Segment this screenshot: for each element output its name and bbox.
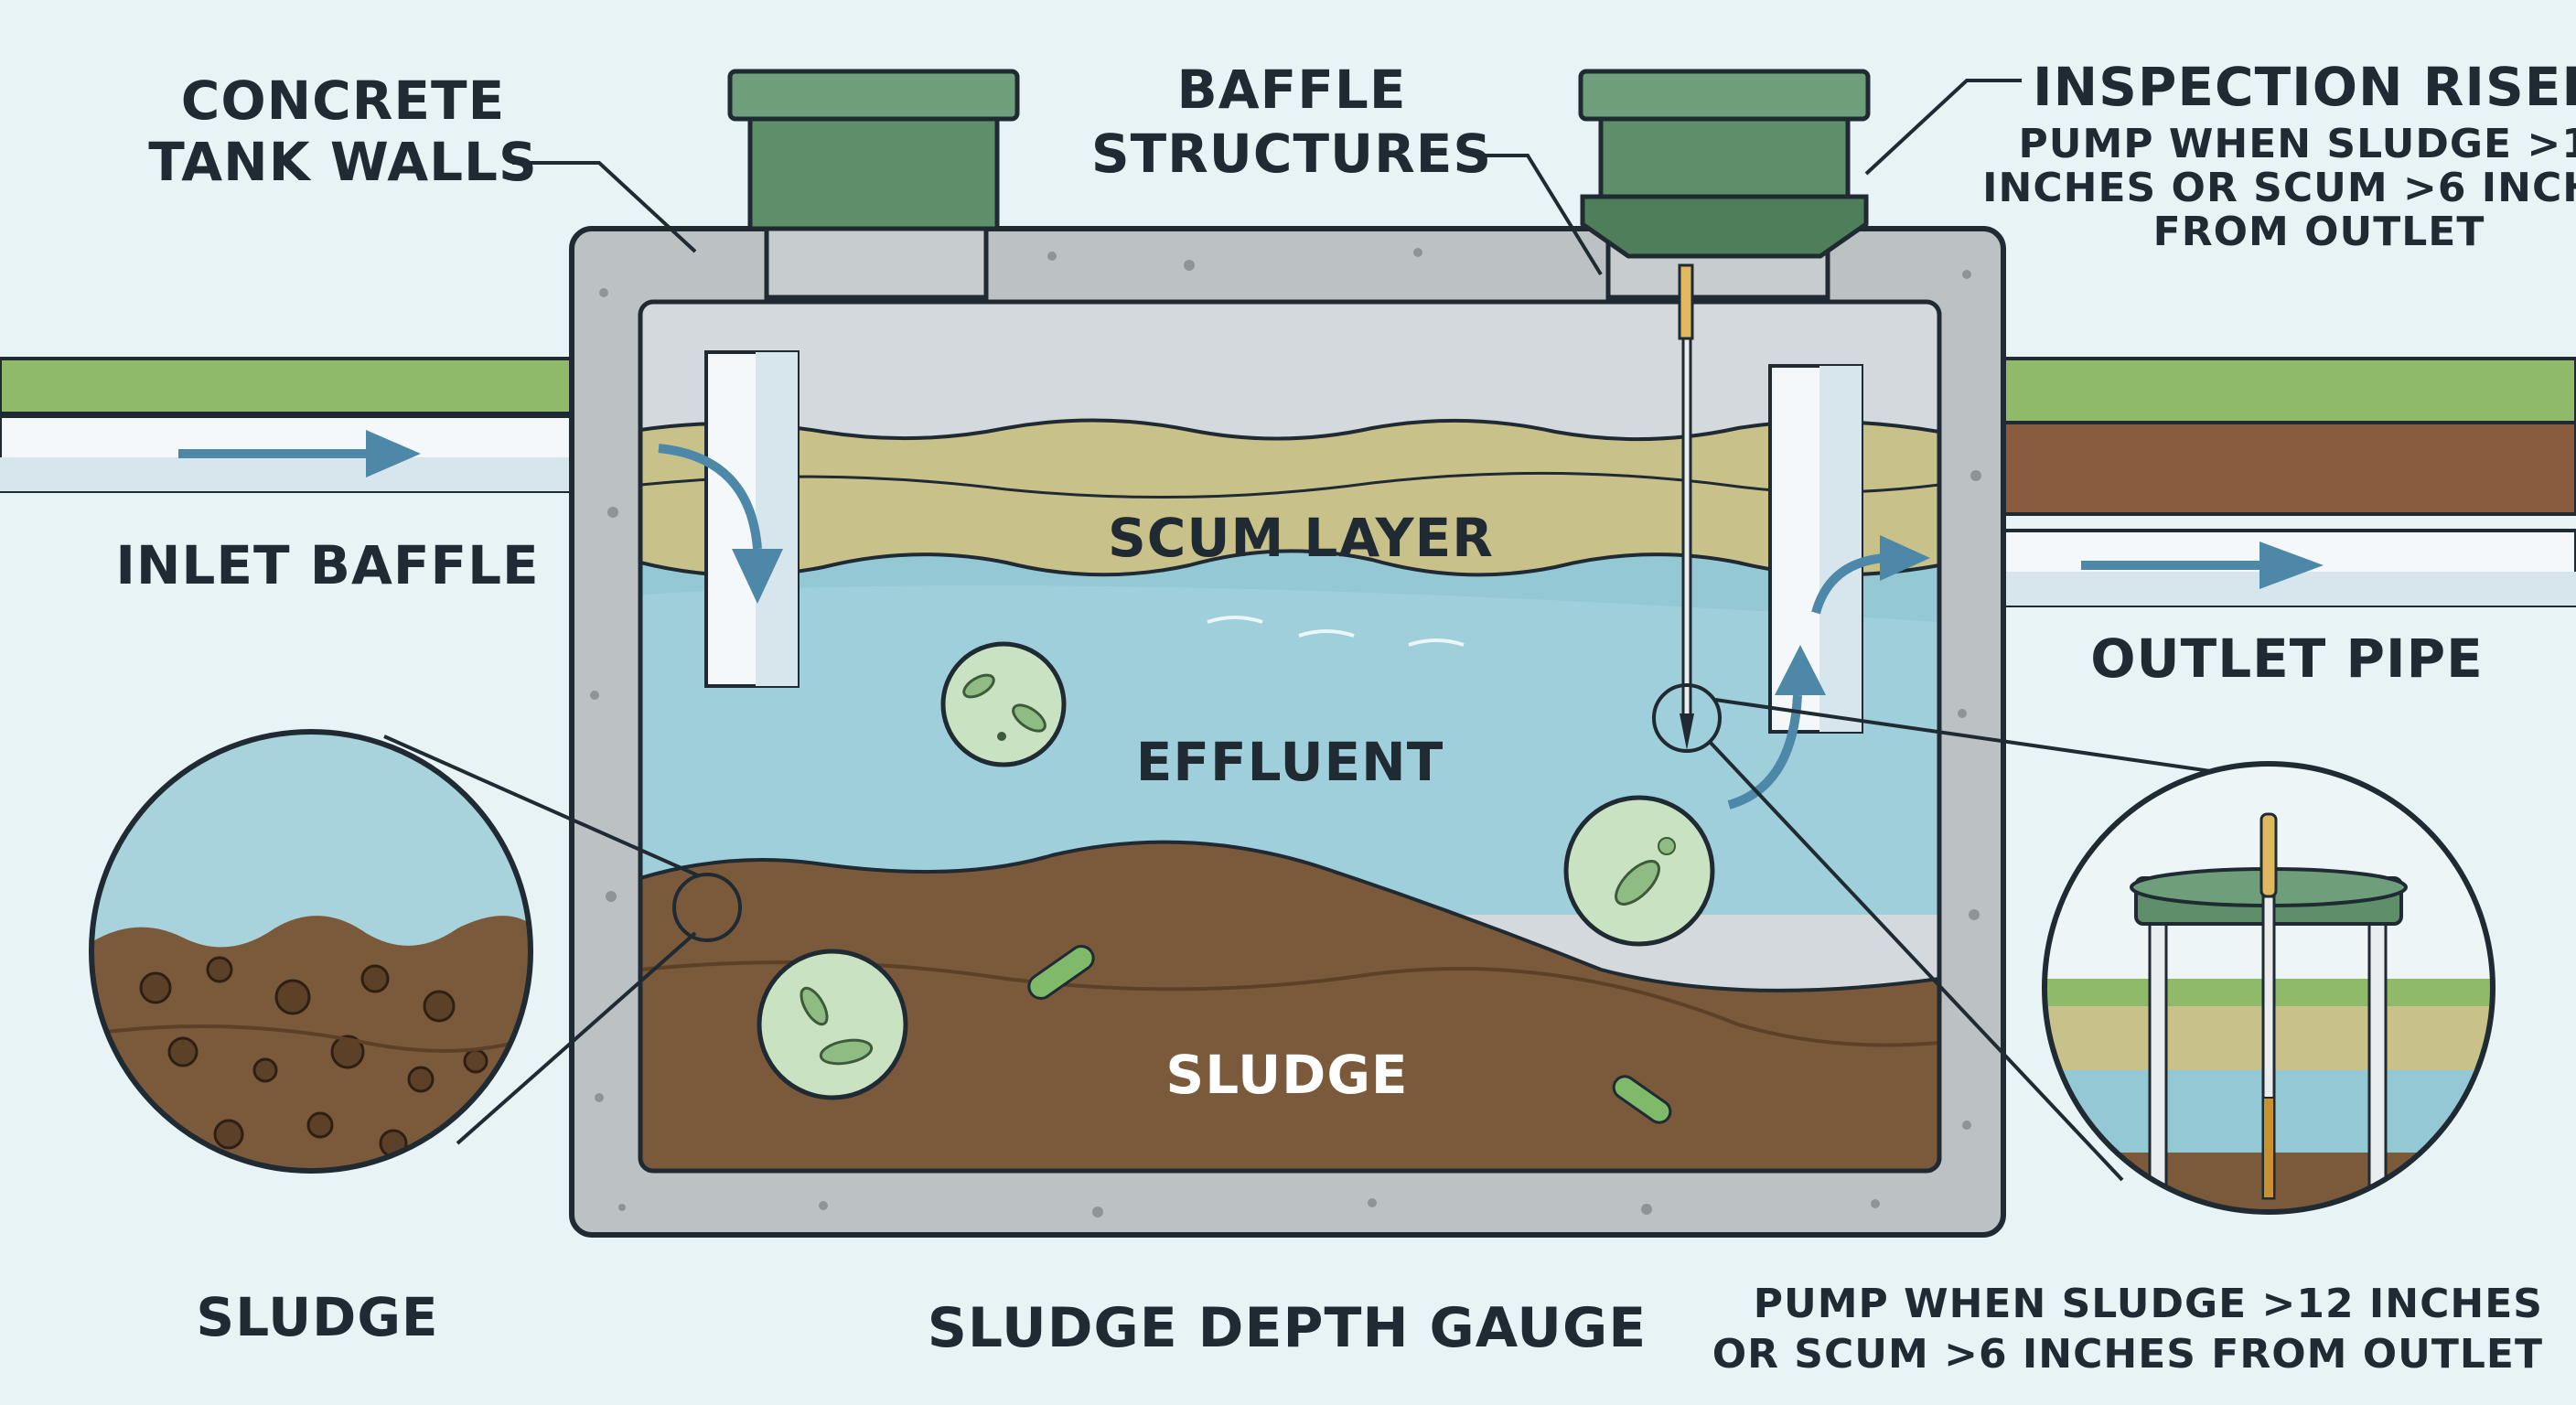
zoom-marker-sludge: [672, 873, 742, 942]
riser-note-1: PUMP WHEN SLUDGE >12: [2019, 121, 2576, 167]
microbe-effluent-2: [1563, 795, 1715, 947]
label-sludge-tank: SLUDGE: [1165, 1044, 1408, 1106]
label-concrete-walls-1: CONCRETE: [181, 70, 505, 132]
sludge-detail-circle: [89, 729, 533, 1174]
ground-left: [0, 357, 574, 415]
ground-right: [2002, 357, 2576, 516]
outlet-flow-arrow: [1727, 535, 2324, 810]
riser-note-3: FROM OUTLET: [2153, 209, 2485, 255]
gauge-detail-circle: [2042, 761, 2496, 1215]
riser-note-2: INCHES OR SCUM >6 INCHES: [1982, 165, 2576, 211]
inspection-riser: [1578, 69, 1871, 259]
outlet-baffle: [1768, 364, 1863, 734]
microbe-effluent-1: [940, 641, 1067, 767]
inlet-flow-arrow: [178, 430, 783, 604]
sludge-bacteria: [1027, 945, 1672, 1124]
label-inlet-baffle: INLET BAFFLE: [115, 534, 539, 596]
label-baffle-structures-2: STRUCTURES: [1091, 123, 1492, 185]
label-concrete-walls-2: TANK WALLS: [148, 131, 538, 193]
inlet-baffle: [704, 350, 800, 688]
inlet-riser: [727, 69, 1020, 231]
sludge-depth-gauge: [1652, 263, 1722, 753]
label-inspection-riser: INSPECTION RISER: [2033, 56, 2576, 118]
bottom-note-1: PUMP WHEN SLUDGE >12 INCHES: [1754, 1281, 2543, 1327]
tank-inner-outline: [638, 299, 1942, 1174]
label-baffle-structures-1: BAFFLE: [1177, 59, 1407, 121]
microbe-sludge: [757, 949, 908, 1100]
label-sludge-depth-gauge: SLUDGE DEPTH GAUGE: [928, 1296, 1648, 1360]
label-scum-layer: SCUM LAYER: [1108, 507, 1494, 569]
bottom-note-2: OR SCUM >6 INCHES FROM OUTLET: [1712, 1331, 2543, 1378]
detail-connectors: [383, 698, 2288, 1182]
label-sludge-detail: SLUDGE: [196, 1286, 438, 1348]
label-leaders: [512, 79, 2022, 276]
label-effluent: EFFLUENT: [1136, 731, 1444, 793]
label-outlet-pipe: OUTLET PIPE: [2090, 627, 2484, 690]
